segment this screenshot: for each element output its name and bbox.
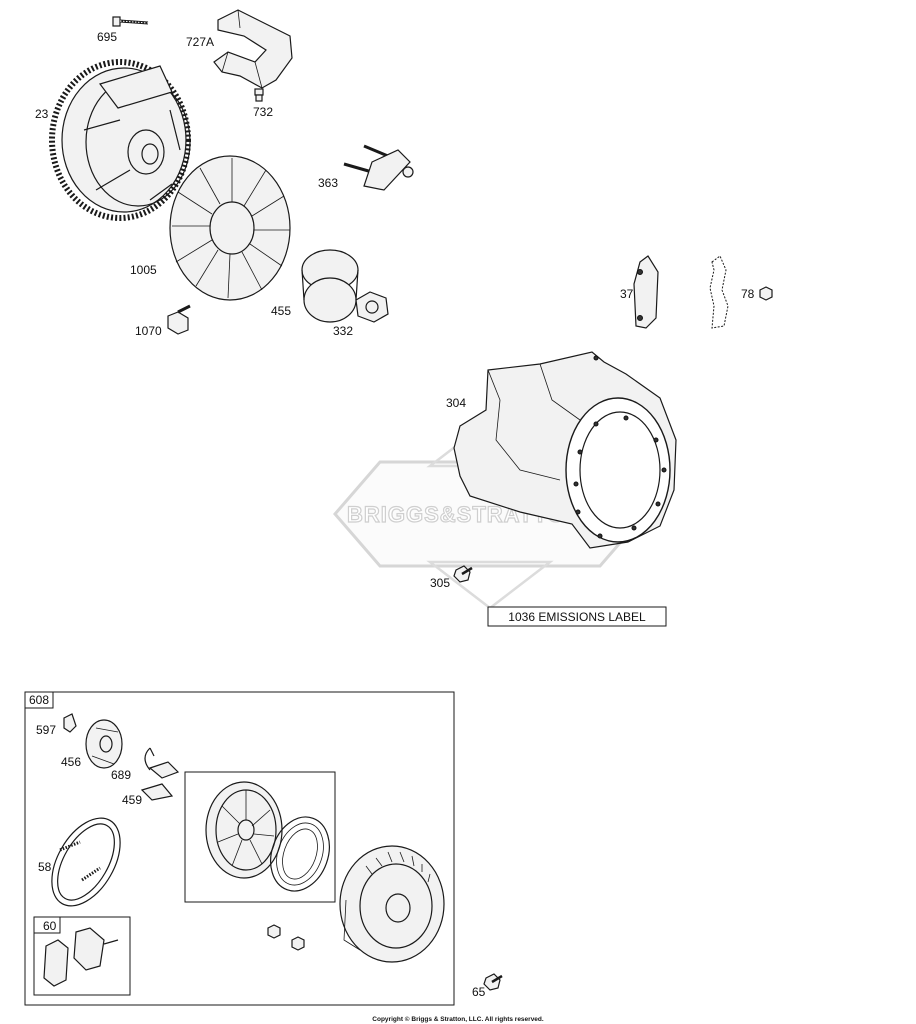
emissions-label-text: 1036 EMISSIONS LABEL	[508, 610, 646, 624]
part-recoil-spring	[270, 816, 330, 892]
handle-60-label: 60	[43, 919, 57, 933]
label-1070: 1070	[135, 324, 162, 338]
label-455: 455	[271, 304, 291, 318]
assembly-608-box: 608	[24, 691, 455, 1006]
part-363-bracket	[343, 144, 414, 191]
part-695-bolt	[112, 16, 149, 27]
label-363: 363	[318, 176, 338, 190]
part-455-cup	[301, 249, 359, 323]
part-304-blower-housing	[453, 351, 677, 549]
handle-60-box: 60	[33, 916, 131, 996]
label-65: 65	[472, 985, 486, 999]
part-starter-housing	[339, 845, 445, 963]
part-305-screw	[453, 565, 473, 583]
label-305: 305	[430, 576, 450, 590]
label-459: 459	[122, 793, 142, 807]
part-459-pawls	[140, 761, 180, 801]
label-732: 732	[253, 105, 273, 119]
part-pulley	[205, 781, 283, 879]
part-332-nut	[355, 291, 389, 323]
part-housing-screws	[267, 924, 305, 951]
part-597-screw	[63, 713, 77, 733]
part-60-handle	[43, 927, 119, 987]
label-58: 58	[38, 860, 52, 874]
part-78-nut	[759, 286, 773, 301]
part-689-clip	[144, 747, 155, 771]
part-456-pawl-plate	[85, 719, 123, 769]
part-1070-bolt	[167, 304, 191, 335]
assembly-608-label: 608	[29, 693, 49, 707]
label-304: 304	[446, 396, 466, 410]
copyright-text: Copyright © Briggs & Stratton, LLC. All …	[372, 1015, 544, 1023]
part-37-bracket	[633, 255, 659, 329]
emissions-label-box: 1036 EMISSIONS LABEL	[487, 606, 667, 627]
part-727A-shield	[213, 9, 293, 89]
part-58-rope	[51, 817, 121, 907]
label-689: 689	[111, 768, 131, 782]
label-727A: 727A	[186, 35, 214, 49]
label-695: 695	[97, 30, 117, 44]
part-23-flywheel	[49, 59, 191, 221]
part-gasket	[709, 255, 729, 329]
label-23: 23	[35, 107, 49, 121]
label-1005: 1005	[130, 263, 157, 277]
pulley-subassembly-box	[184, 771, 336, 903]
label-332: 332	[333, 324, 353, 338]
part-732-screw	[254, 88, 264, 102]
part-1005-fan	[169, 155, 291, 301]
part-labels: 695 727A 23 732 363 1005 455 332 1070 37…	[35, 30, 755, 999]
label-456: 456	[61, 755, 81, 769]
label-37: 37	[620, 287, 634, 301]
part-65-screw	[483, 973, 503, 991]
label-78: 78	[741, 287, 755, 301]
label-597: 597	[36, 723, 56, 737]
